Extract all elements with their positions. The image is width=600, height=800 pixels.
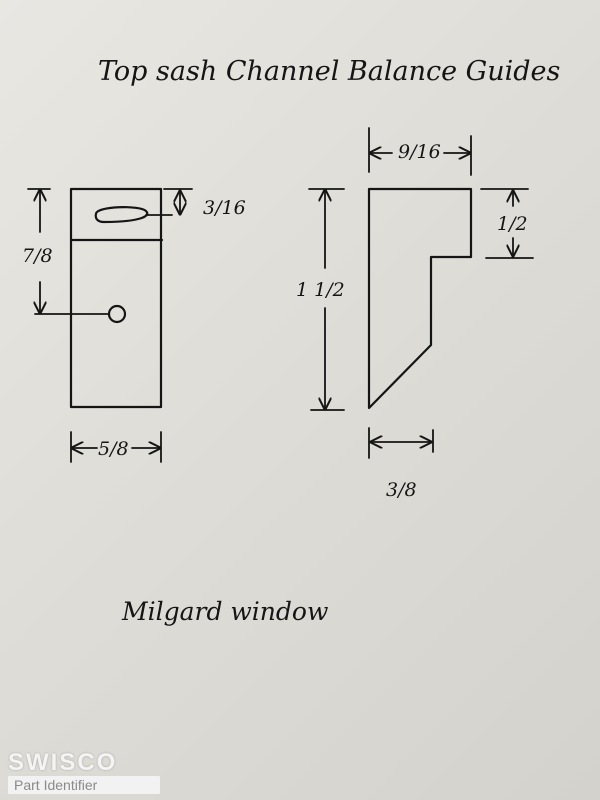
- dim-label-bottom-width: 3/8: [386, 479, 417, 501]
- dim-label-slot: 3/16: [203, 197, 246, 219]
- dim-label-total-height: 1 1/2: [296, 279, 345, 301]
- left-part-outline: [69, 187, 163, 409]
- dim-label-width: 5/8: [98, 438, 129, 460]
- swisco-watermark: SWISCO Part Identifier: [8, 750, 162, 794]
- drawing-title: Top sash Channel Balance Guides: [98, 56, 560, 87]
- dim-label-step-height: 1/2: [497, 213, 528, 235]
- dim-label-height: 7/8: [22, 245, 53, 267]
- watermark-brand: SWISCO: [8, 749, 118, 776]
- left-hole: [107, 304, 127, 324]
- window-brand-note: Milgard window: [121, 597, 328, 626]
- left-part: 7/8 3/16 5/8: [22, 187, 246, 463]
- watermark-subtitle: Part Identifier: [8, 776, 160, 794]
- left-slot: [94, 206, 149, 224]
- right-part-profile: [367, 187, 473, 410]
- right-part: 9/16 1 1/2 1/2 3/8: [296, 127, 534, 501]
- dim-label-top-width: 9/16: [398, 141, 441, 163]
